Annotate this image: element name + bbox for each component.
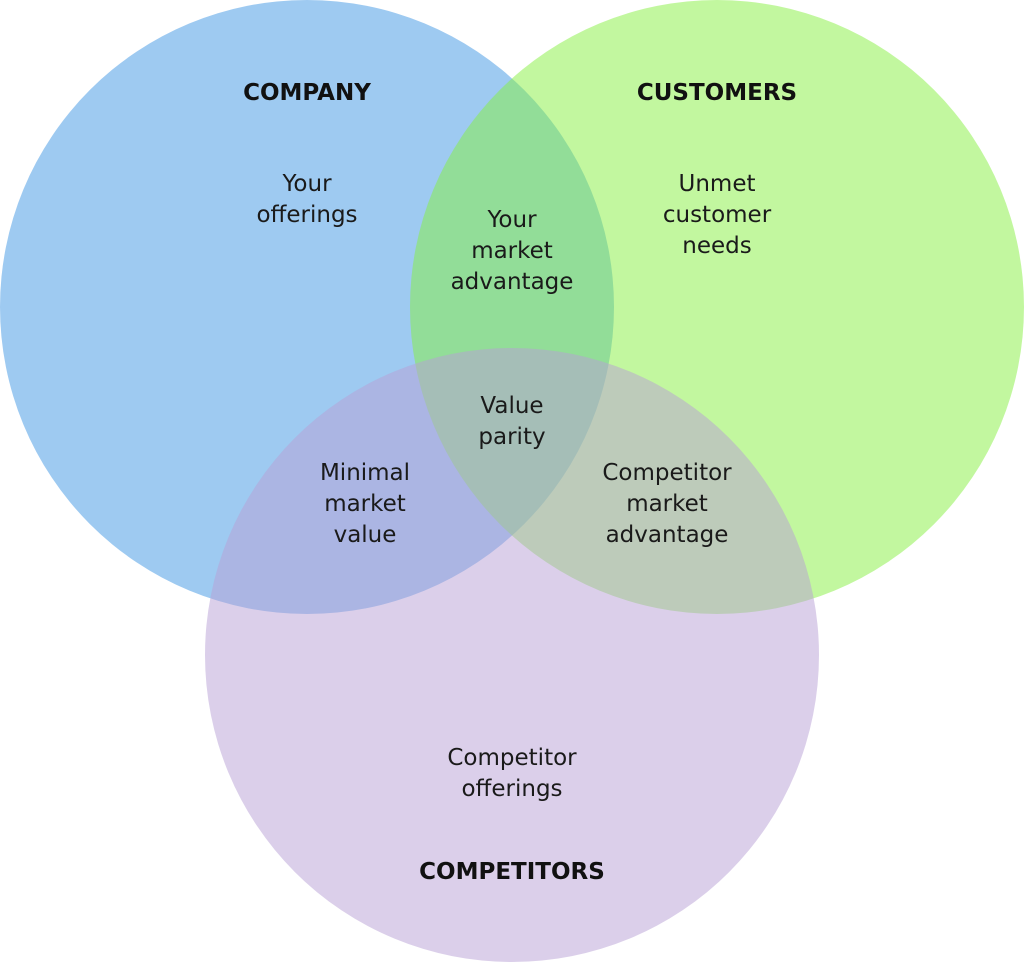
company-customers-line-3: advantage (451, 269, 574, 295)
customers-competitors-line-1: Competitor (602, 460, 732, 486)
customers-competitors-line-2: market (626, 491, 708, 517)
customers-only-label: Unmet customer needs (663, 171, 772, 259)
competitors-only-line-2: offerings (461, 776, 562, 802)
company-competitors-line-2: market (324, 491, 406, 517)
customers-only-line-3: needs (682, 233, 751, 259)
company-customers-line-1: Your (486, 207, 537, 233)
company-only-line-2: offerings (256, 202, 357, 228)
company-only-line-1: Your (281, 171, 332, 197)
company-competitors-line-1: Minimal (320, 460, 410, 486)
customers-only-line-1: Unmet (679, 171, 756, 197)
competitors-only-label: Competitor offerings (447, 745, 577, 802)
company-title: COMPANY (243, 80, 371, 106)
company-competitors-label: Minimal market value (320, 460, 410, 548)
company-only-label: Your offerings (256, 171, 357, 228)
competitors-title: COMPETITORS (419, 859, 605, 885)
competitors-circle (205, 348, 819, 962)
company-competitors-line-3: value (334, 522, 397, 548)
competitors-only-line-1: Competitor (447, 745, 577, 771)
company-customers-line-2: market (471, 238, 553, 264)
customers-competitors-label: Competitor market advantage (602, 460, 732, 548)
all-three-label: Value parity (478, 393, 545, 450)
customers-only-line-2: customer (663, 202, 772, 228)
customers-competitors-line-3: advantage (606, 522, 729, 548)
all-three-line-1: Value (480, 393, 543, 419)
company-customers-label: Your market advantage (451, 207, 574, 295)
customers-title: CUSTOMERS (637, 80, 797, 106)
all-three-line-2: parity (478, 424, 545, 450)
